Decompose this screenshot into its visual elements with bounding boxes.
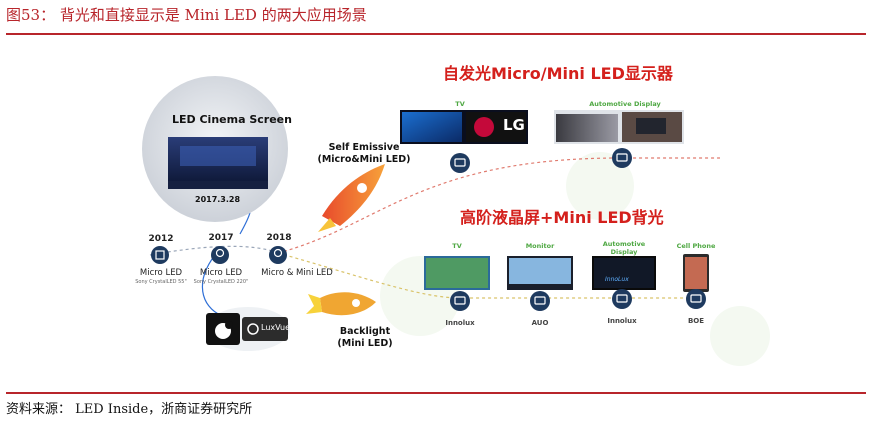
timeline-node-2018	[269, 246, 287, 264]
self-emissive-heading: 自发光Micro/Mini LED显示器	[443, 64, 673, 83]
top-rule	[6, 33, 866, 35]
display-icon	[534, 296, 546, 305]
backlight-automotive-label: Automotive Display	[602, 240, 646, 256]
timeline-year-2017: 2017	[208, 233, 234, 243]
backlight-tv-label: TV	[452, 242, 462, 250]
backlight-subtitle: (Mini LED)	[337, 338, 393, 349]
lg-logo-text: LG	[503, 116, 525, 134]
micro-led-tv-screen	[402, 112, 462, 142]
backlight-tv-screen	[426, 258, 488, 288]
figure-caption: 图53： 背光和直接显示是 Mini LED 的两大应用场景	[6, 6, 367, 24]
self-emissive-node-automotive	[612, 148, 632, 168]
apple-link-line	[201, 254, 223, 317]
timeline-sub-2017: Sony CrystalLED 220"	[193, 279, 249, 285]
display-icon	[616, 153, 628, 162]
company-innolux-tv: Innolux	[445, 319, 475, 327]
backlight-node-automotive	[612, 289, 632, 309]
backlight-rocket	[306, 292, 376, 316]
monitor-label: Monitor	[525, 242, 555, 250]
timeline-sub-2012: Sony CrystalLED 55"	[135, 279, 187, 285]
bg-bubble	[710, 306, 770, 366]
timeline-label-2012: Micro LED	[139, 268, 183, 278]
calendar-icon	[155, 250, 165, 260]
cell-phone-label: Cell Phone	[676, 242, 716, 250]
car-screen	[636, 118, 666, 134]
self-emissive-subtitle: (Micro&Mini LED)	[317, 154, 411, 165]
backlight-node-tv	[450, 291, 470, 311]
self-emissive-tv-label: TV	[455, 100, 465, 108]
luxvue-icon	[247, 323, 259, 335]
self-emissive-path	[277, 157, 720, 254]
timeline-node-2012	[151, 246, 169, 264]
automotive-screen	[594, 258, 654, 288]
bottom-rule	[6, 392, 866, 394]
backlight-branch-label: Backlight (Mini LED)	[330, 326, 400, 350]
company-innolux-automotive: Innolux	[607, 317, 637, 325]
timeline-year-2012: 2012	[148, 234, 174, 244]
display-icon	[690, 294, 702, 303]
self-emissive-rocket	[318, 164, 385, 232]
backlight-title: Backlight	[339, 326, 391, 337]
innolux-logo-text: InnoLux	[605, 276, 629, 283]
backlight-node-cell-phone	[686, 289, 706, 309]
luxvue-logo-tile	[242, 317, 288, 341]
timeline-label-2018: Micro & Mini LED	[261, 268, 333, 278]
timeline-year-2018: 2018	[266, 233, 292, 243]
monitor-screen	[509, 258, 571, 284]
backlight-node-monitor	[530, 291, 550, 311]
lg-logo-icon	[474, 117, 494, 137]
apple-bite	[225, 321, 233, 329]
cinema-screen-glow	[180, 146, 256, 166]
car-dashboard-left	[556, 114, 618, 142]
display-icon	[454, 158, 466, 167]
self-emissive-title: Self Emissive	[328, 142, 400, 153]
self-emissive-automotive-label: Automotive Display	[589, 100, 661, 108]
self-emissive-node-tv	[450, 153, 470, 173]
figure-source: 资料来源： LED Inside，浙商证券研究所	[6, 402, 253, 417]
luxvue-logo-text: LuxVue	[261, 323, 291, 332]
diagram-canvas: 自发光Micro/Mini LED显示器 高阶液晶屏+Mini LED背光 LE…	[0, 36, 872, 390]
cinema-seats	[168, 181, 268, 189]
timeline-node-2017	[211, 246, 229, 264]
cinema-title: LED Cinema Screen	[172, 113, 292, 126]
display-icon	[454, 296, 466, 305]
company-boe: BOE	[687, 317, 705, 325]
cell-phone-screen	[685, 257, 707, 289]
bulb-icon	[273, 248, 283, 258]
cinema-date: 2017.3.28	[195, 195, 241, 204]
company-auo: AUO	[531, 319, 549, 327]
backlight-heading: 高阶液晶屏+Mini LED背光	[460, 208, 664, 227]
bulb-icon	[215, 248, 225, 258]
bg-bubble	[566, 152, 634, 220]
self-emissive-branch-label: Self Emissive (Micro&Mini LED)	[316, 142, 412, 166]
display-icon	[616, 294, 628, 303]
diagram-graphics	[142, 76, 770, 366]
timeline-label-2017: Micro LED	[199, 268, 243, 278]
